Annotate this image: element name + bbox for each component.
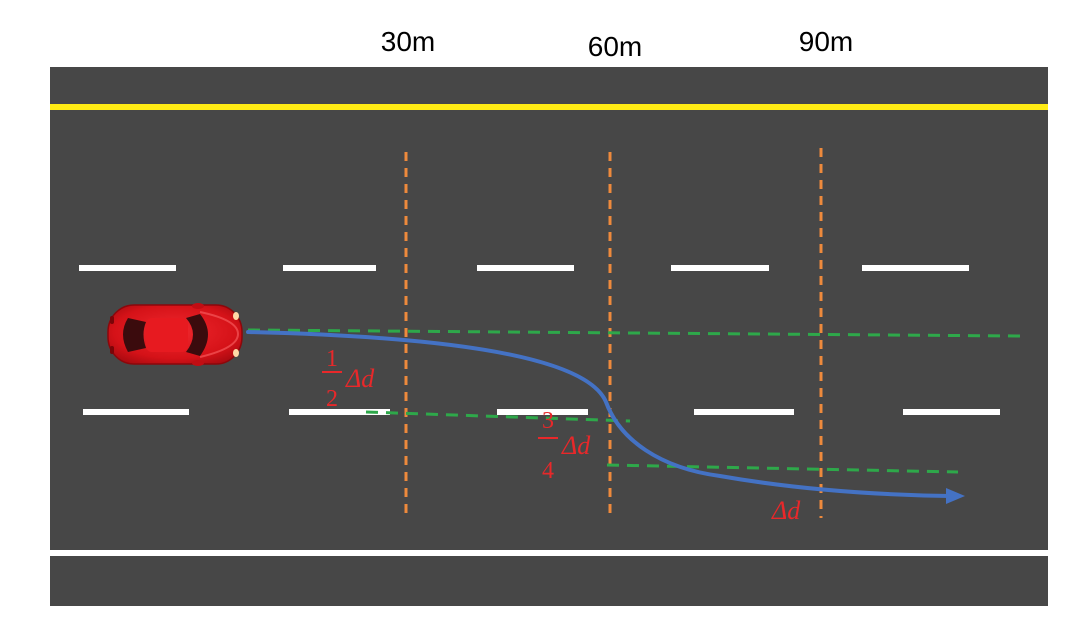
- lane-dash: [79, 265, 176, 271]
- offset-lines: [247, 328, 1021, 474]
- lower-lane-markings: [83, 409, 1000, 415]
- fraction-numerator: 3: [542, 408, 554, 434]
- lane-dash: [289, 409, 390, 415]
- road-edge-line: [50, 550, 1048, 556]
- lane-dash: [83, 409, 189, 415]
- lane-change-trajectory: [246, 330, 952, 498]
- fraction-denominator: 2: [326, 386, 338, 412]
- lane-dash: [671, 265, 769, 271]
- lane-dash: [497, 409, 588, 415]
- offset-line-half: [365, 410, 631, 423]
- arrow-head-icon: [946, 488, 965, 504]
- upper-lane-markings: [79, 265, 969, 271]
- annotation-three-quarters-delta-d: 3 4 Δd: [538, 408, 591, 484]
- delta-d-symbol: Δd: [345, 364, 375, 393]
- lane-dash: [283, 265, 376, 271]
- lane-dash: [477, 265, 574, 271]
- distance-label-30m: 30m: [380, 26, 436, 57]
- fraction-numerator: 1: [326, 346, 338, 372]
- delta-d-symbol: Δd: [561, 431, 591, 460]
- lane-dash: [862, 265, 969, 271]
- lane-dash: [694, 409, 794, 415]
- car-icon: [107, 303, 243, 366]
- annotation-half-delta-d: 1 2 Δd: [322, 346, 375, 412]
- fraction-denominator: 4: [542, 458, 554, 484]
- yellow-center-line: [50, 104, 1048, 110]
- annotation-delta-d: Δd: [771, 496, 801, 525]
- lane-dash: [903, 409, 1000, 415]
- distance-label-90m: 90m: [798, 26, 854, 57]
- offset-line-start: [247, 328, 1021, 338]
- distance-marker-lines: [404, 148, 823, 520]
- distance-label-60m: 60m: [587, 31, 643, 62]
